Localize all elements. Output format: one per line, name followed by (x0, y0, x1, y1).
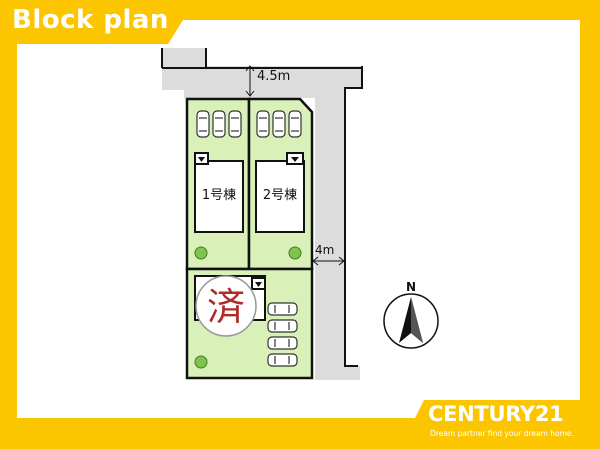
parking-lot-2 (256, 110, 302, 138)
car (267, 302, 298, 316)
parking-lot-1 (196, 110, 242, 138)
brand-tagline: Dream partner find your dream home. (430, 429, 574, 438)
dimension-north: 4.5m (245, 65, 290, 97)
entrance-marker (291, 157, 299, 162)
sold-mark-text: 済 (207, 285, 245, 329)
tree-icon (288, 246, 302, 260)
roads (161, 48, 363, 380)
parking-lot-3 (267, 302, 298, 367)
car (267, 336, 298, 350)
car (267, 319, 298, 333)
lot-1-label: 1号棟 (202, 188, 236, 203)
lot-2-label: 2号棟 (263, 188, 297, 203)
brand-logo: CENTURY21 Dream partner find your dream … (428, 402, 594, 444)
compass: N (383, 280, 439, 349)
road-edge-south (344, 66, 363, 367)
tree-icon (194, 355, 208, 369)
car (212, 110, 226, 138)
car (196, 110, 210, 138)
title-tab: Block plan (0, 0, 168, 44)
car (267, 353, 298, 367)
road-north-width-label: 4.5m (257, 69, 290, 84)
sold-mark: 済 (195, 275, 257, 337)
entrance-marker (198, 157, 205, 162)
road-east-width-label: 4m (315, 243, 334, 257)
house-2: 2号棟 (255, 152, 305, 233)
brand-name: CENTURY21 (428, 402, 564, 426)
page-title: Block plan (12, 5, 169, 35)
dimension-east: 4m (312, 243, 345, 266)
trees (194, 246, 302, 369)
road-north (162, 48, 362, 98)
entrance-marker (255, 282, 262, 287)
road-east (315, 98, 360, 380)
car (256, 110, 270, 138)
lots (185, 97, 314, 380)
car (272, 110, 286, 138)
house-1: 1号棟 (194, 152, 244, 233)
compass-label: N (406, 280, 416, 294)
car (288, 110, 302, 138)
tree-icon (194, 246, 208, 260)
car (228, 110, 242, 138)
